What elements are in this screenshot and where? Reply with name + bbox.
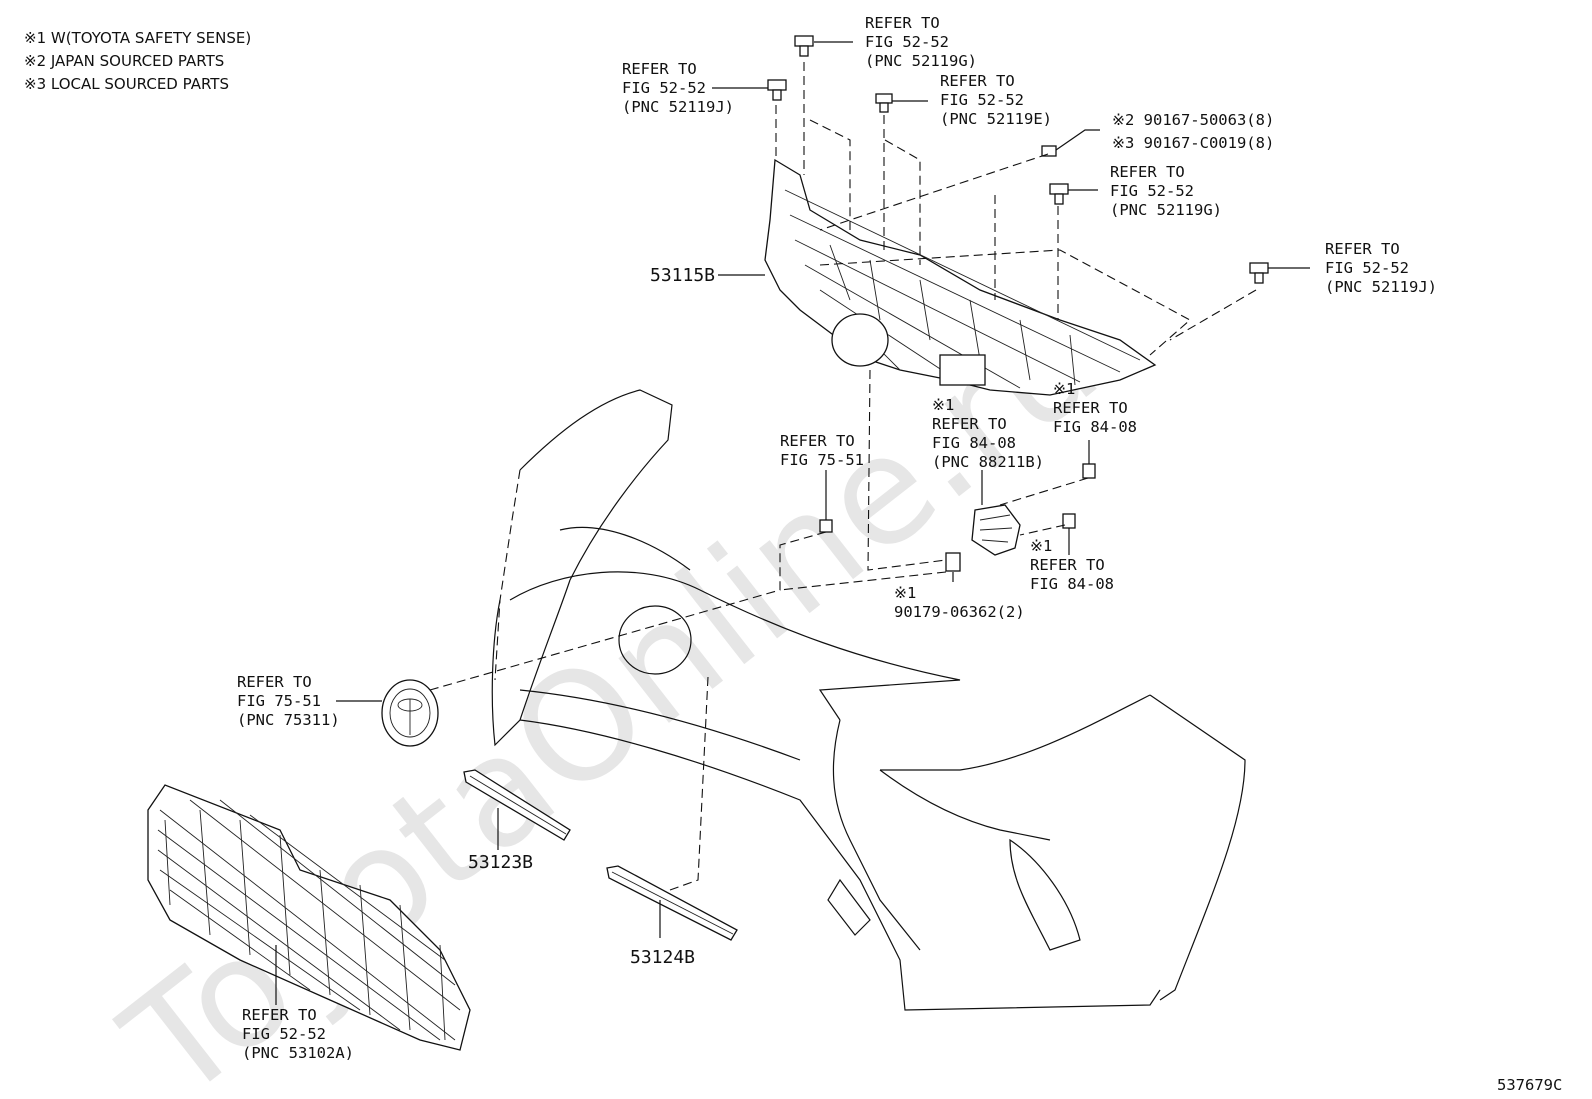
radar-sensor-drawing (945, 504, 1021, 572)
callout-88211b: ※1 REFER TO FIG 84-08 (PNC 88211B) (932, 396, 1044, 471)
callout-line: FIG 84-08 (932, 434, 1016, 452)
leader-lines (275, 41, 1310, 1005)
part-number-53115b: 53115B (650, 265, 715, 286)
callout-line: ※2 90167-50063(8) (1112, 111, 1274, 129)
callout-line: REFER TO (1030, 556, 1105, 574)
callout-52119g-right: REFER TO FIG 52-52 (PNC 52119G) (1110, 163, 1222, 219)
clip-icon (1249, 262, 1269, 284)
callout-line: (PNC 52119G) (865, 52, 977, 70)
callout-53102a: REFER TO FIG 52-52 (PNC 53102A) (242, 1006, 354, 1062)
callout-line: (PNC 88211B) (932, 453, 1044, 471)
callout-line: REFER TO (932, 415, 1007, 433)
callout-line: REFER TO (1110, 163, 1185, 181)
callout-line: (PNC 52119J) (1325, 278, 1437, 296)
callout-line: REFER TO (1053, 399, 1128, 417)
callout-52119j-right: REFER TO FIG 52-52 (PNC 52119J) (1325, 240, 1437, 296)
callout-line: ※1 (894, 584, 916, 602)
callout-line: (PNC 52119J) (622, 98, 734, 116)
assembly-lines (429, 62, 1257, 891)
callout-line: FIG 52-52 (865, 33, 949, 51)
part-number-53124b: 53124B (630, 947, 695, 968)
callout-line: 90179-06362(2) (894, 603, 1025, 621)
clip-icon (1049, 183, 1069, 205)
callout-line: (PNC 52119E) (940, 110, 1052, 128)
callout-line: FIG 52-52 (1110, 182, 1194, 200)
fasteners (767, 35, 1269, 533)
clip-icon (794, 35, 814, 57)
garnish-53123b-drawing (463, 769, 571, 841)
front-bumper-cover-drawing (491, 389, 1246, 1011)
screw-icon (819, 519, 833, 533)
illustration-id: 537679C (1497, 1076, 1562, 1094)
callout-line: ※1 (932, 396, 954, 414)
emblem-drawing (381, 679, 439, 747)
legend-line-1: ※1 W(TOYOTA SAFETY SENSE) (24, 29, 251, 47)
callout-line: FIG 84-08 (1053, 418, 1137, 436)
clip-icon (875, 93, 893, 113)
callout-line: FIG 52-52 (1325, 259, 1409, 277)
legend: ※1 W(TOYOTA SAFETY SENSE) ※2 JAPAN SOURC… (24, 29, 251, 93)
callout-line: FIG 84-08 (1030, 575, 1114, 593)
part-number-53123b: 53123B (468, 852, 533, 873)
callout-bolt-90167: ※2 90167-50063(8) ※3 90167-C0019(8) (1112, 111, 1274, 152)
callout-line: (PNC 75311) (237, 711, 340, 729)
callout-line: FIG 52-52 (242, 1025, 326, 1043)
radiator-support-cover-drawing (764, 158, 1157, 396)
callout-line: REFER TO (622, 60, 697, 78)
callout-75311: REFER TO FIG 75-51 (PNC 75311) (237, 673, 340, 729)
callout-52119e: REFER TO FIG 52-52 (PNC 52119E) (940, 72, 1052, 128)
callout-line: (PNC 52119G) (1110, 201, 1222, 219)
callout-fig-84-08-lower: ※1 REFER TO FIG 84-08 (1030, 537, 1114, 593)
callout-line: FIG 75-51 (780, 451, 864, 469)
callout-line: REFER TO (242, 1006, 317, 1024)
callout-line: ※3 90167-C0019(8) (1112, 134, 1274, 152)
bolt-icon (1041, 145, 1057, 157)
callout-52119g-top: REFER TO FIG 52-52 (PNC 52119G) (865, 14, 977, 70)
bolt-icon (1082, 463, 1096, 479)
callout-line: REFER TO (940, 72, 1015, 90)
callout-line: REFER TO (865, 14, 940, 32)
legend-line-2: ※2 JAPAN SOURCED PARTS (24, 52, 224, 70)
legend-line-3: ※3 LOCAL SOURCED PARTS (24, 75, 229, 93)
callout-line: (PNC 53102A) (242, 1044, 354, 1062)
callout-line: FIG 52-52 (622, 79, 706, 97)
callout-52119j-left: REFER TO FIG 52-52 (PNC 52119J) (622, 60, 734, 116)
callout-90179: ※1 90179-06362(2) (894, 584, 1025, 621)
callout-line: REFER TO (780, 432, 855, 450)
garnish-53124b-drawing (606, 865, 738, 941)
callout-fig-75-51: REFER TO FIG 75-51 (780, 432, 864, 469)
callout-fig-84-08-upper: ※1 REFER TO FIG 84-08 (1053, 380, 1137, 436)
bolt-icon (1062, 513, 1076, 529)
callout-line: REFER TO (237, 673, 312, 691)
callout-line: FIG 75-51 (237, 692, 321, 710)
clip-icon (767, 79, 787, 101)
callout-line: REFER TO (1325, 240, 1400, 258)
radiator-grille-drawing (147, 784, 471, 1051)
callout-line: FIG 52-52 (940, 91, 1024, 109)
callout-line: ※1 (1053, 380, 1075, 398)
callout-line: ※1 (1030, 537, 1052, 555)
